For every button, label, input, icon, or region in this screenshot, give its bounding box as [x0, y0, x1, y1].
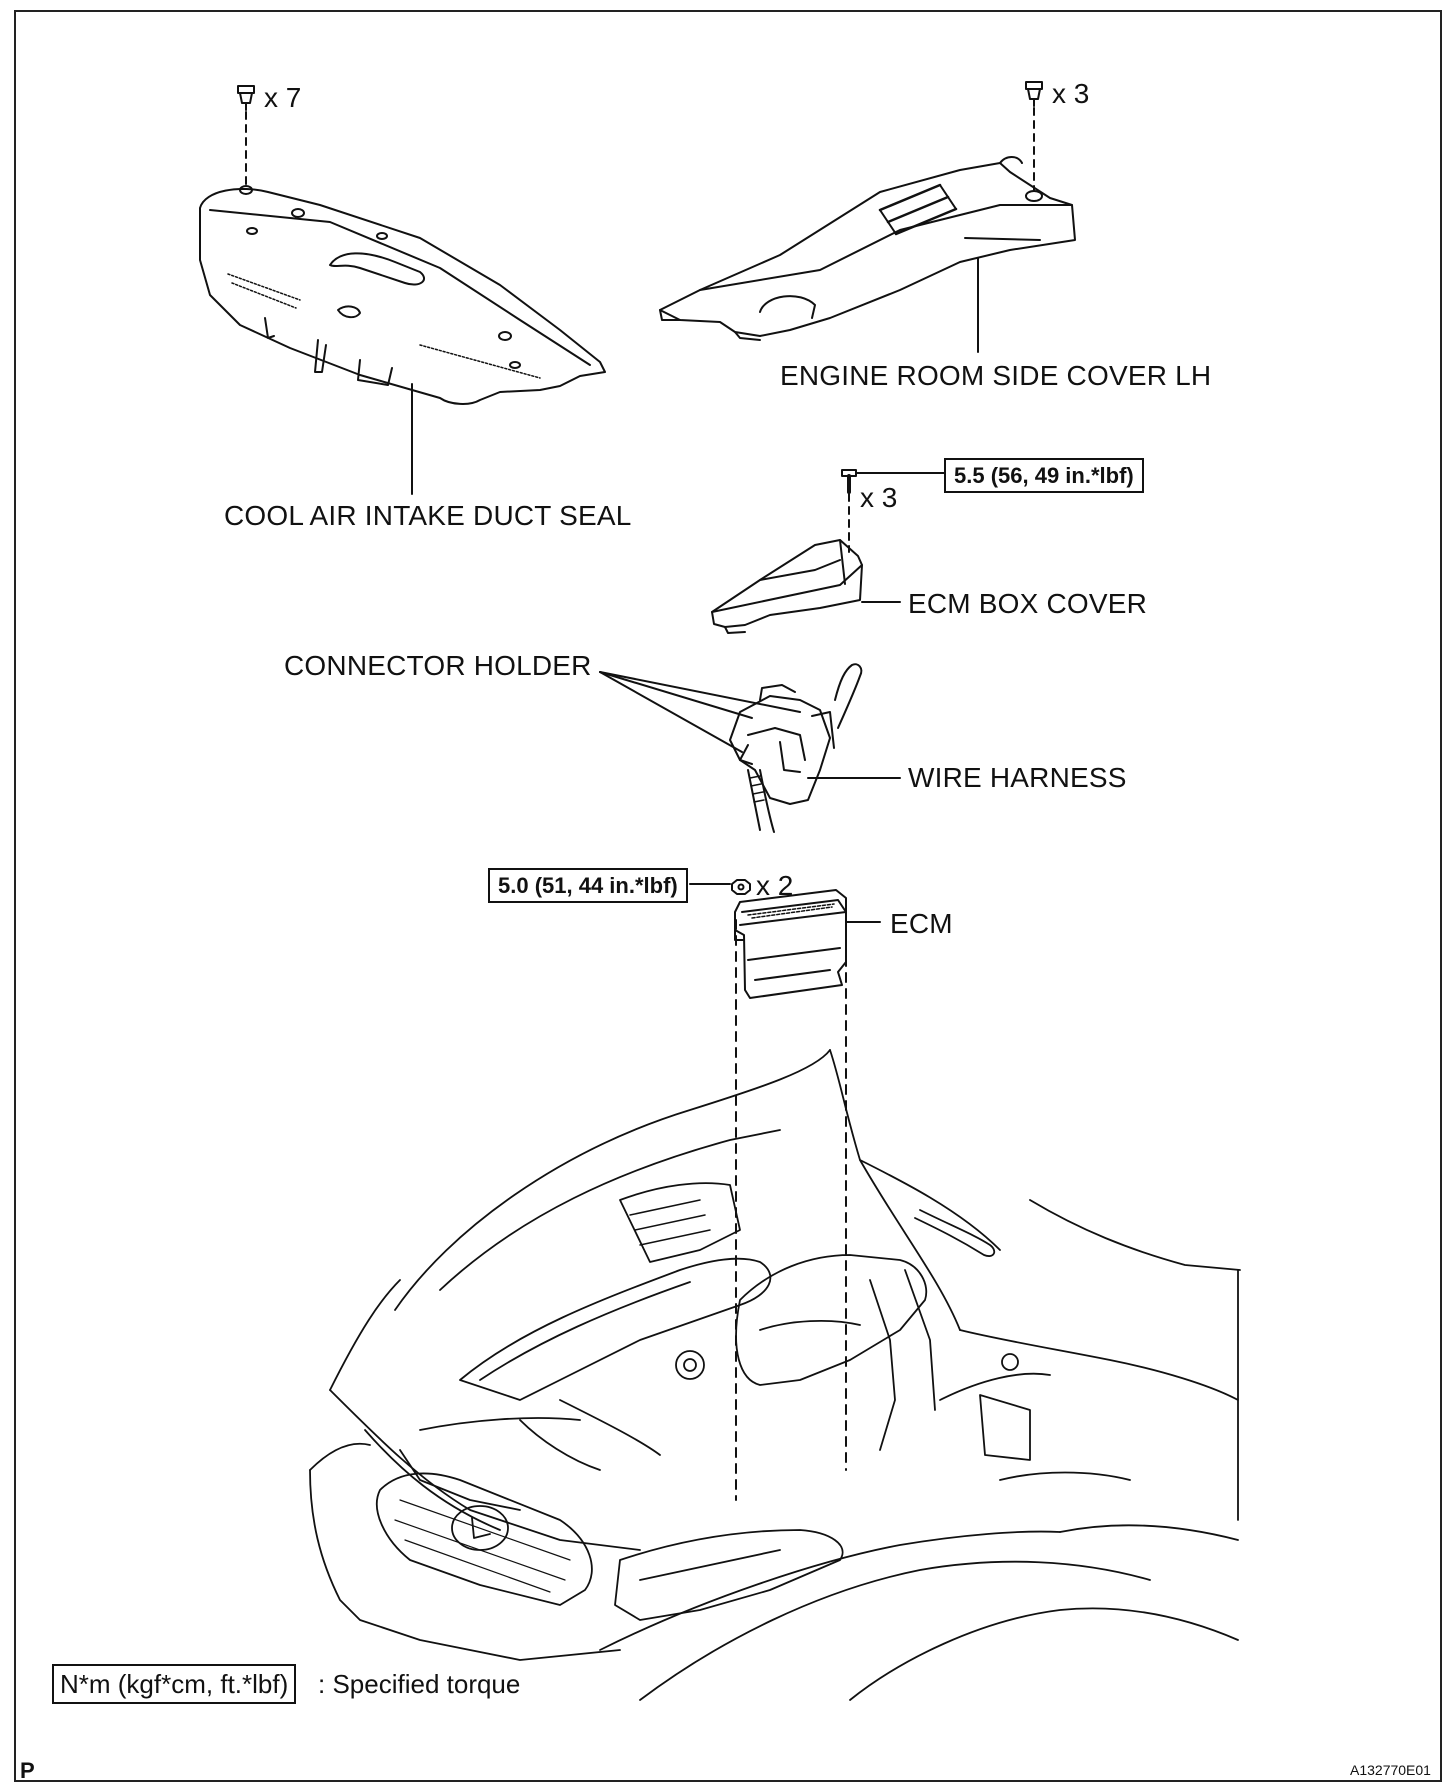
nut-icon	[731, 879, 751, 895]
ecm-box-cover-label: ECM BOX COVER	[908, 588, 1148, 619]
duct-seal-clip-quantity: x 7	[264, 82, 302, 113]
connector-holder-part	[729, 684, 835, 805]
connector-holder-leader-b	[599, 671, 743, 753]
torque-legend-description: : Specified torque	[318, 1669, 521, 1699]
cool-air-intake-duct-seal-label: COOL AIR INTAKE DUCT SEAL	[224, 500, 632, 531]
connector-holder-leader-b-top	[599, 671, 801, 713]
clip-icon	[1025, 81, 1043, 107]
wire-harness-part	[747, 663, 863, 833]
torque-unit-legend-box: N*m (kgf*cm, ft.*lbf)	[52, 1664, 297, 1704]
wire-harness-label: WIRE HARNESS	[908, 762, 1127, 793]
ecm-box-cover-torque-box: 5.5 (56, 49 in.*lbf)	[944, 458, 1144, 493]
side-cover-clip-quantity: x 3	[1052, 78, 1090, 109]
ecm-torque-box: 5.0 (51, 44 in.*lbf)	[488, 868, 688, 903]
engine-room-side-cover-lh-label: ENGINE ROOM SIDE COVER LH	[780, 360, 1212, 391]
diagram-frame	[14, 10, 1442, 1782]
cool-air-intake-duct-seal-part	[199, 185, 606, 405]
connector-holder-label: CONNECTOR HOLDER	[284, 650, 592, 681]
ecm-box-cover-part	[711, 539, 863, 634]
clip-icon	[237, 85, 255, 111]
engine-room-side-cover-lh-part	[659, 156, 1076, 341]
ecm-label: ECM	[890, 908, 953, 939]
ecm-box-cover-bolt-quantity: x 3	[860, 482, 898, 513]
vehicle-engine-bay	[309, 1049, 1241, 1701]
bolt-icon	[841, 469, 857, 494]
figure-code: A132770E01	[1350, 1762, 1431, 1778]
ecm-part	[734, 889, 847, 999]
ecm-nut-quantity: x 2	[756, 870, 794, 901]
connector-holder-leader-a	[599, 671, 753, 719]
corner-mark: P	[20, 1758, 35, 1783]
